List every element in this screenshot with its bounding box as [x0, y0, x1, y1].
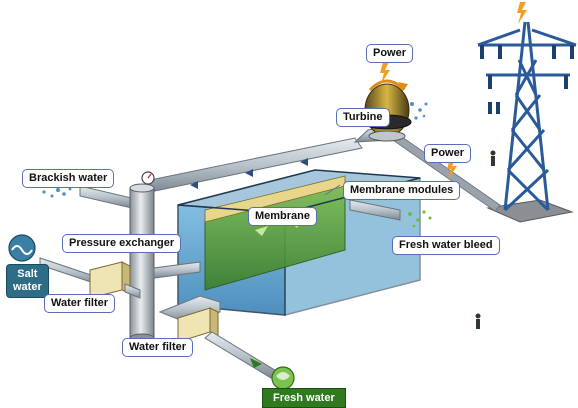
water-filter-left-label: Water filter [44, 294, 116, 313]
water-filter-bottom-label: Water filter [122, 338, 194, 357]
brackish-inlet-pipe [79, 185, 133, 209]
fresh-bleed-spray [408, 210, 432, 228]
water-filter-bottom-side [209, 307, 219, 337]
salt-water-badge: Salt water [6, 264, 49, 298]
fresh-bleed-pipe [349, 199, 401, 221]
salt-water-label-line2: water [13, 281, 42, 293]
turbine-rotation-arrowhead [398, 82, 408, 90]
filter-to-exchanger-pipe [124, 283, 141, 299]
turbine-spray [410, 102, 428, 120]
fresh-water-badge: Fresh water [262, 388, 346, 408]
pressure-exchanger-label: Pressure exchanger [62, 234, 182, 253]
fresh-water-arrow-icon [250, 358, 262, 368]
lightning-icon [517, 2, 527, 24]
salt-water-wave-icon [11, 245, 33, 255]
transmission-pylon [477, 21, 577, 212]
turbine-base [368, 130, 406, 142]
turbine-rotation-icon [368, 79, 406, 92]
flow-arrows-top [190, 158, 308, 189]
power-top-label: Power [366, 44, 414, 63]
pylon-base-slab [486, 199, 574, 223]
fresh-water-pipe [204, 331, 279, 379]
worker-figure-right [490, 150, 496, 166]
power-right-label: Power [424, 144, 472, 163]
pressure-gauge-needle [147, 173, 152, 179]
brackish-water-label: Brackish water [22, 169, 115, 188]
exchanger-to-tank-pipe [153, 261, 201, 279]
pressure-exchanger-cylinder [129, 187, 155, 339]
membrane-label: Membrane [248, 207, 318, 226]
turbine-label: Turbine [336, 108, 390, 127]
power-lightning-right-icon [447, 158, 457, 180]
fresh-water-globe-detail [276, 372, 290, 380]
power-lightning-top-icon [380, 62, 390, 84]
pylon-insulators [480, 45, 574, 114]
worker-figure-bottom [475, 313, 481, 329]
pressure-exchanger-top [129, 183, 155, 193]
salt-water-label-line1: Salt [17, 268, 38, 280]
membrane-modules-label: Membrane modules [343, 181, 461, 200]
fresh-water-bleed-label: Fresh water bleed [392, 236, 500, 255]
water-filter-left [89, 261, 123, 299]
